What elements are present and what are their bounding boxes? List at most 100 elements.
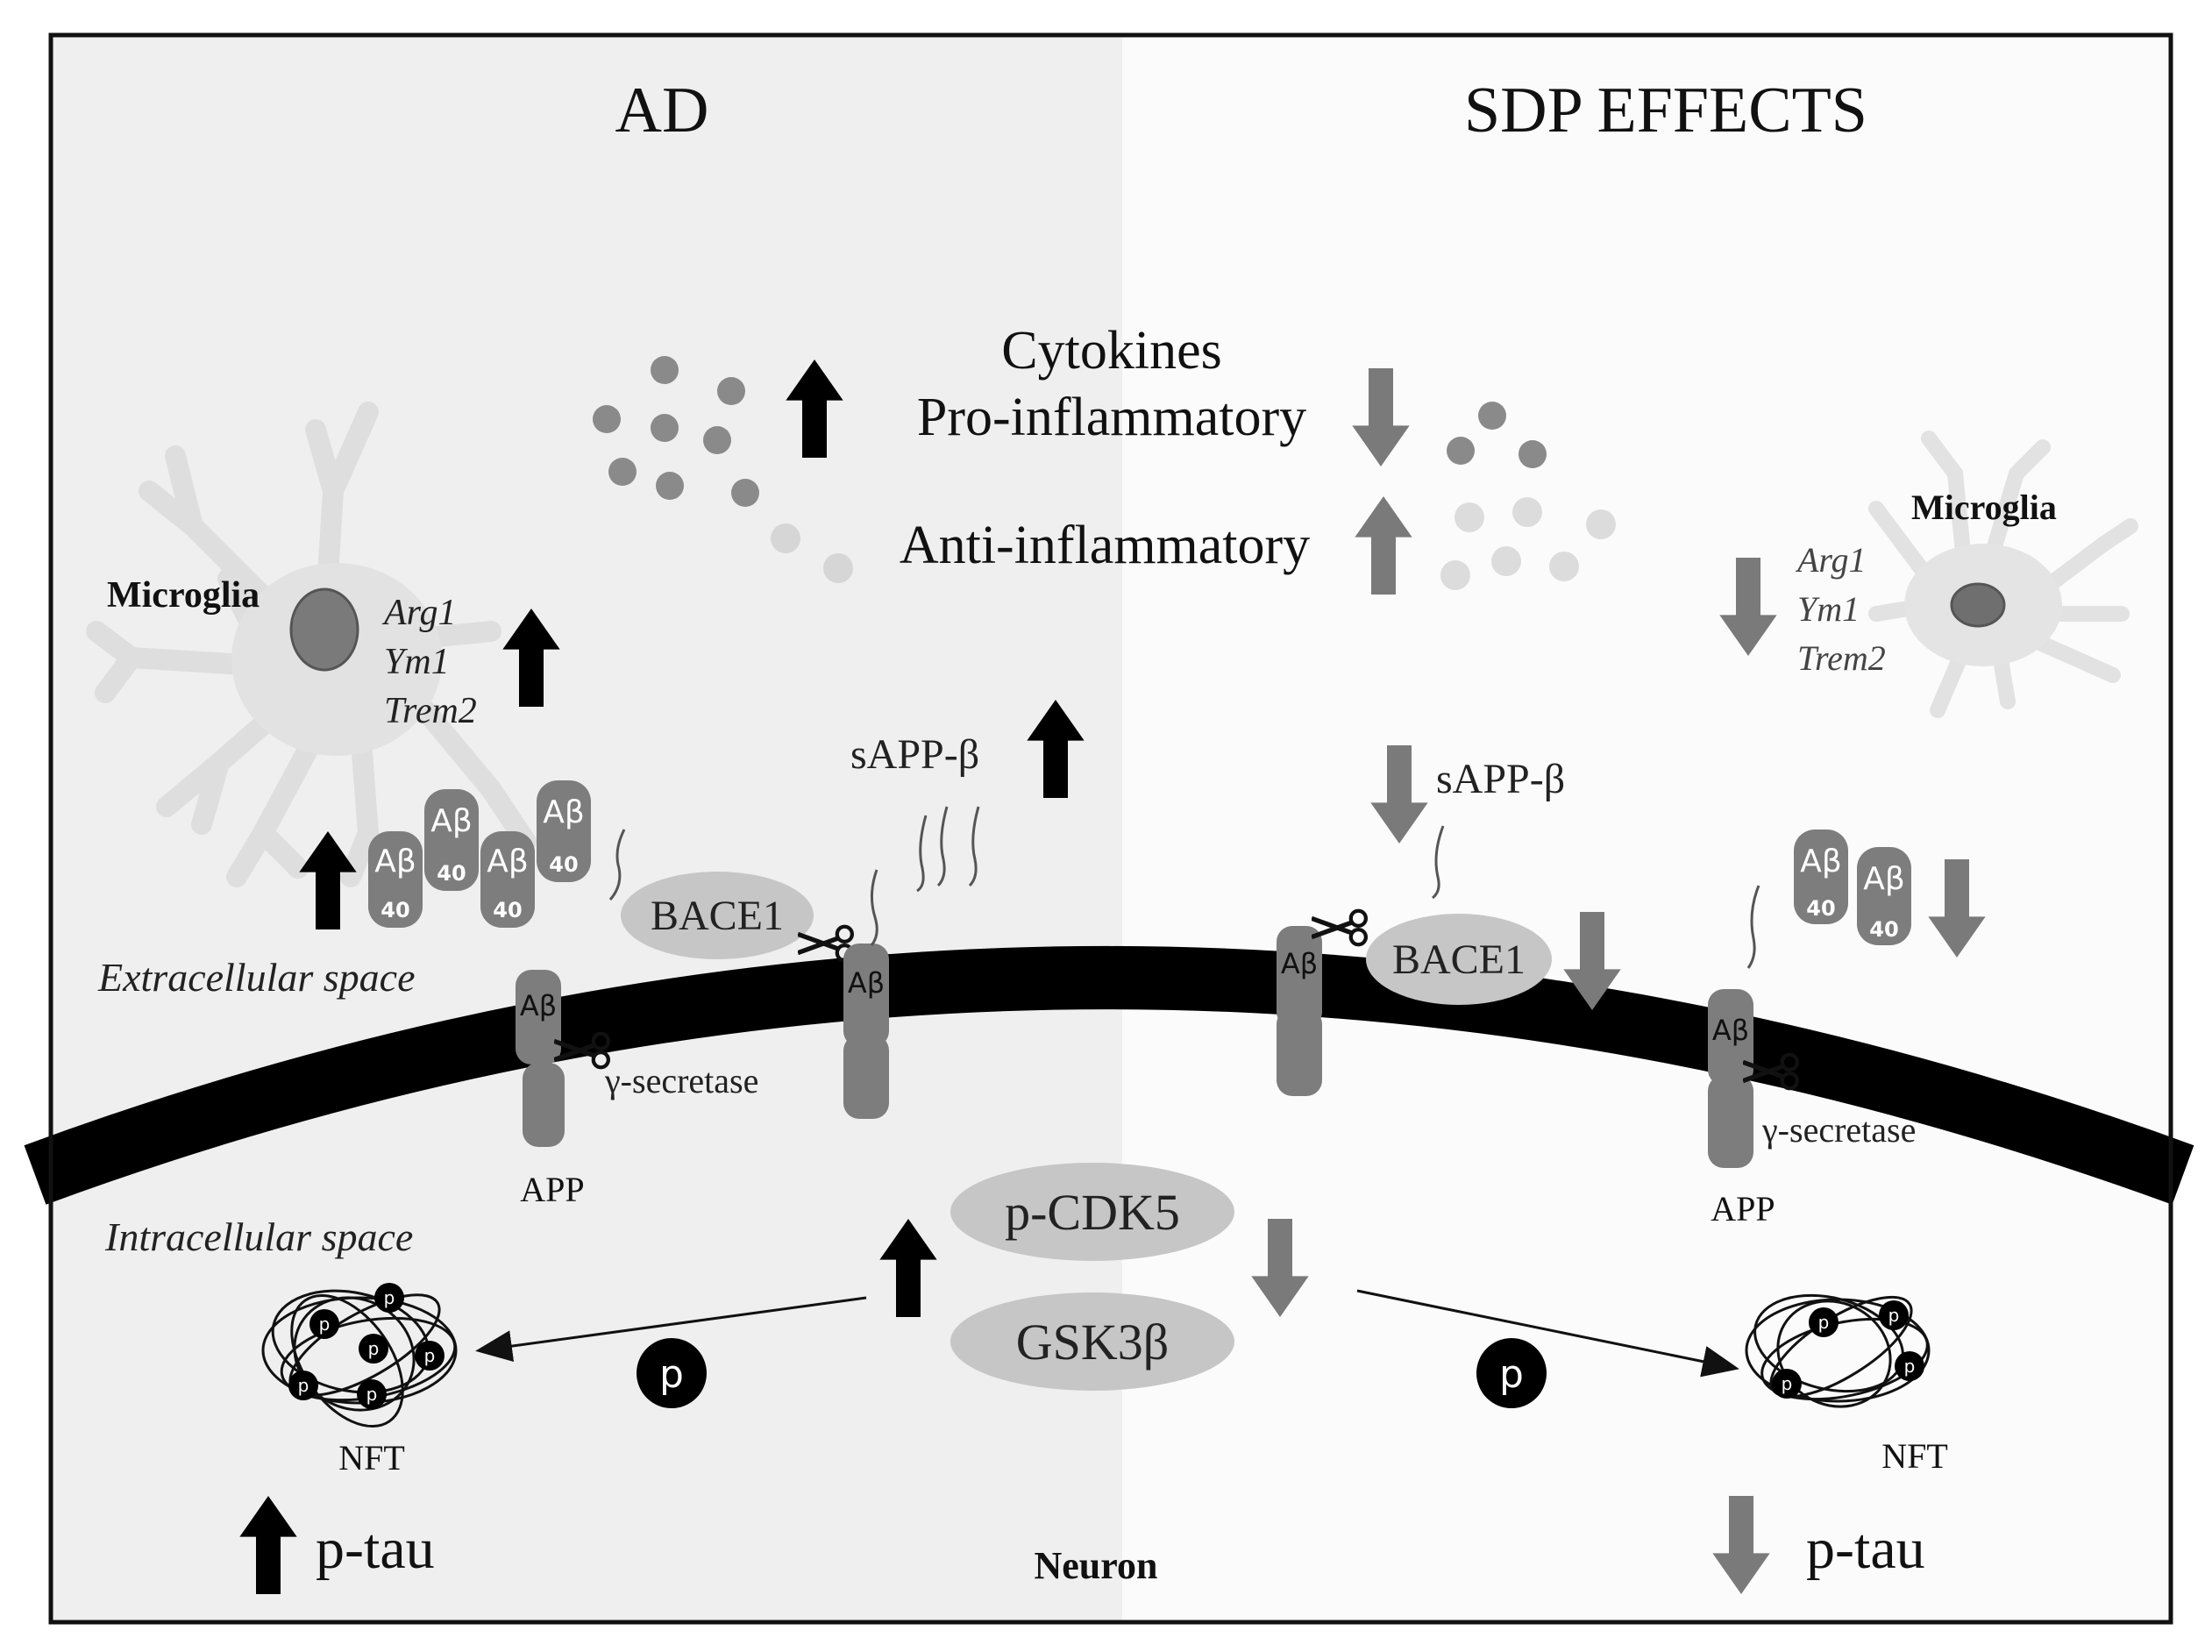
gamma-secretase-label-sdp: γ-secretase	[1761, 1110, 1916, 1150]
abeta40-block: Aβ 40	[424, 789, 479, 891]
abeta-label: Aβ	[1800, 844, 1842, 879]
extracellular-space-label: Extracellular space	[97, 955, 416, 1000]
phosphate-label: p	[298, 1375, 309, 1396]
abeta-40-label: 40	[549, 852, 578, 877]
nft-phosphates-sdp	[1772, 1300, 1924, 1399]
nft-label-ad: NFT	[338, 1438, 405, 1478]
gamma-secretase-label-ad: γ-secretase	[604, 1061, 758, 1100]
app-abeta-label: Aβ	[520, 989, 557, 1022]
bace1-label-ad: BACE1	[651, 893, 784, 939]
nft-phosphate-labels-sdp: p p p p	[1782, 1305, 1916, 1394]
app-label-sdp: APP	[1711, 1189, 1775, 1228]
sapp-beta-fragments-ad	[916, 806, 980, 893]
phosphate-label: p	[659, 1352, 684, 1397]
microglia-genes-sdp: Arg1 Ym1 Trem2	[1795, 540, 1886, 678]
microglia-nucleus-sdp	[1950, 582, 2006, 628]
microglia-label-sdp: Microglia	[1911, 488, 2057, 527]
sapp-fragment-squiggle	[1431, 825, 1445, 900]
p-tau-label-sdp: p-tau	[1806, 1517, 1925, 1581]
phosphorylation-arrow-sdp	[1356, 1289, 1739, 1378]
phosphate-label: p	[1904, 1356, 1916, 1377]
phosphate-label: p	[424, 1345, 436, 1366]
abeta-40-label: 40	[381, 898, 409, 922]
gsk3b-enzyme	[950, 1292, 1234, 1391]
title-ad: AD	[615, 75, 709, 146]
phosphate-label: p	[366, 1384, 378, 1405]
p-cdk5-enzyme	[950, 1163, 1234, 1261]
nft-phosphates-ad	[288, 1283, 445, 1409]
abeta-label: Aβ	[374, 844, 416, 879]
cytokines-header: Cytokines	[1001, 321, 1221, 381]
abeta-fragment-squiggle	[1746, 885, 1760, 969]
cell-membrane	[24, 946, 2194, 1205]
pro-inflammatory-dots-ad	[593, 356, 759, 507]
intracellular-space-label: Intracellular space	[104, 1214, 413, 1259]
pro-inflammatory-label: Pro-inflammatory	[917, 388, 1306, 447]
gene-arg1-ad: Arg1	[381, 593, 456, 633]
bace1-enzyme-sdp	[1366, 914, 1552, 1005]
app-label-ad: APP	[520, 1170, 584, 1209]
bace1-label-sdp: BACE1	[1392, 936, 1526, 983]
p-tau-label-ad: p-tau	[316, 1517, 435, 1581]
gene-arg1-sdp: Arg1	[1795, 540, 1867, 580]
abeta-label: Aβ	[1863, 861, 1905, 897]
abeta-40-label: 40	[493, 898, 522, 922]
abeta40-block: Aβ 40	[368, 831, 423, 928]
abeta-label: Aβ	[487, 844, 529, 879]
bace1-enzyme-ad	[621, 872, 814, 959]
title-sdp-effects: SDP EFFECTS	[1464, 75, 1867, 146]
app-abeta-label: Aβ	[848, 966, 885, 1000]
phosphate-label: p	[1818, 1312, 1830, 1333]
app-abeta-label: Aβ	[1712, 1014, 1749, 1047]
figure-frame	[48, 32, 2173, 1625]
phosphate-badge-sdp: p	[1476, 1338, 1547, 1408]
abeta40-block: Aβ 40	[537, 780, 591, 882]
anti-inflammatory-dots-sdp	[1440, 497, 1616, 590]
sapp-beta-label-sdp: sAPP-β	[1436, 756, 1565, 802]
phosphorylation-arrow-ad	[475, 1296, 867, 1362]
abeta40-oligomers-ad: Aβ 40 Aβ 40 Aβ 40 Aβ 40	[368, 780, 591, 928]
abeta-40-label: 40	[1806, 896, 1835, 921]
p-cdk5-label: p-CDK5	[1005, 1184, 1180, 1241]
app-protein-ad-gamma: Aβ	[516, 970, 565, 1147]
microglia-genes-ad: Arg1 Ym1 Trem2	[381, 593, 477, 731]
microglia-label-ad: Microglia	[107, 575, 260, 616]
anti-inflammatory-label: Anti-inflammatory	[900, 516, 1310, 575]
sapp-beta-label-ad: sAPP-β	[850, 731, 979, 778]
gene-trem2-ad: Trem2	[384, 691, 477, 731]
app-protein-ad-bace: Aβ	[843, 943, 889, 1119]
gsk3b-label: GSK3β	[1016, 1314, 1170, 1371]
abeta-fragment-squiggle	[608, 829, 626, 901]
phosphate-label: p	[1499, 1352, 1524, 1397]
gene-trem2-sdp: Trem2	[1797, 638, 1886, 678]
abeta-label: Aβ	[543, 794, 585, 830]
phosphate-label: p	[384, 1287, 395, 1308]
app-protein-sdp-bace: Aβ	[1277, 926, 1322, 1096]
abeta40-oligomers-sdp: Aβ 40 Aβ 40	[1794, 830, 1911, 945]
phosphate-badge-ad: p	[637, 1338, 707, 1408]
app-protein-sdp-gamma: Aβ	[1708, 989, 1753, 1168]
phosphate-label: p	[1888, 1305, 1900, 1326]
abeta40-block: Aβ 40	[480, 831, 535, 928]
panel-sdp	[1122, 35, 2170, 1622]
sapp-fragment-squiggle	[870, 869, 878, 946]
microglia-nucleus-ad	[289, 587, 359, 672]
phosphate-label: p	[368, 1338, 380, 1359]
abeta40-block: Aβ 40	[1794, 830, 1848, 924]
abeta-40-label: 40	[437, 861, 466, 886]
nft-label-sdp: NFT	[1881, 1436, 1948, 1476]
abeta40-block: Aβ 40	[1857, 847, 1911, 945]
app-abeta-label: Aβ	[1281, 947, 1318, 980]
abeta-label: Aβ	[430, 803, 473, 839]
neuron-label: Neuron	[1035, 1544, 1158, 1587]
abeta-40-label: 40	[1869, 917, 1898, 942]
phosphate-label: p	[1782, 1373, 1793, 1394]
pro-inflammatory-dots-sdp	[1447, 402, 1547, 468]
gene-ym1-sdp: Ym1	[1797, 589, 1860, 629]
phosphate-label: p	[319, 1314, 331, 1335]
anti-inflammatory-dots-ad	[771, 523, 853, 583]
nft-tangle-ad	[261, 1289, 458, 1428]
gene-ym1-ad: Ym1	[384, 642, 450, 682]
nft-phosphate-labels-ad: p p p p p p	[298, 1287, 436, 1405]
